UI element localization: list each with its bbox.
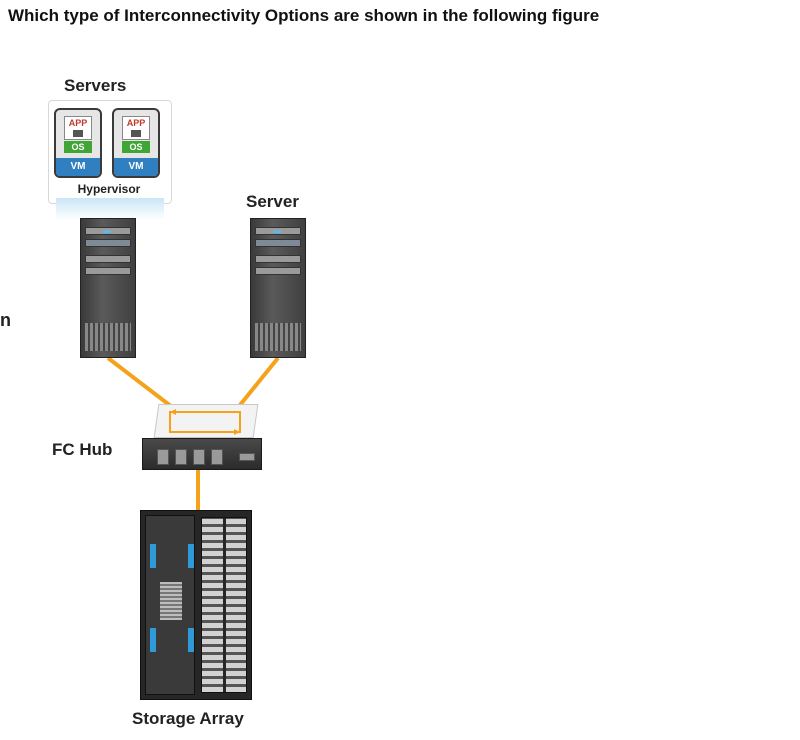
stray-mark: n [0,310,11,330]
server-2-bay [255,255,301,263]
virtualized-server-icon [80,218,136,358]
hub-port [239,453,255,461]
server-2-bay [255,267,301,275]
server-1-bay [85,255,131,263]
vm-1-app: APP [64,116,92,140]
link-server1-hub [106,356,178,412]
vm-1-os: OS [64,141,92,153]
server-1-bay [85,267,131,275]
storage-accent [188,544,194,568]
hub-port [211,449,223,465]
storage-door [145,515,195,695]
hypervisor-glow [56,198,164,220]
link-server2-hub [234,356,280,412]
vm-2-app: APP [122,116,150,140]
vm-1-tag: VM [56,158,100,176]
hub-port [157,449,169,465]
server-1-vents [85,323,131,351]
vm-2-tag: VM [114,158,158,176]
physical-server-icon [250,218,306,358]
storage-accent [150,544,156,568]
storage-accent [150,628,156,652]
storage-array-label: Storage Array [132,709,244,728]
fc-hub-label: FC Hub [52,440,113,459]
server-label: Server [246,192,299,211]
hypervisor-label: Hypervisor [77,182,141,196]
hub-port [193,449,205,465]
fc-hub-body [142,438,262,470]
server-1-bay [85,239,131,247]
storage-accent [188,628,194,652]
vm-1: APP OS VM [54,108,102,178]
server-2-bay [255,239,301,247]
servers-label: Servers [64,76,127,95]
hub-port [175,449,187,465]
vm-2: APP OS VM [112,108,160,178]
server-2-vents [255,323,301,351]
vm-2-os: OS [122,141,150,153]
storage-grille [160,582,182,620]
server-2-led [273,230,281,233]
storage-array-icon [140,510,252,700]
question-text: Which type of Interconnectivity Options … [8,6,600,25]
server-1-led [103,230,111,233]
storage-drives [201,517,247,693]
